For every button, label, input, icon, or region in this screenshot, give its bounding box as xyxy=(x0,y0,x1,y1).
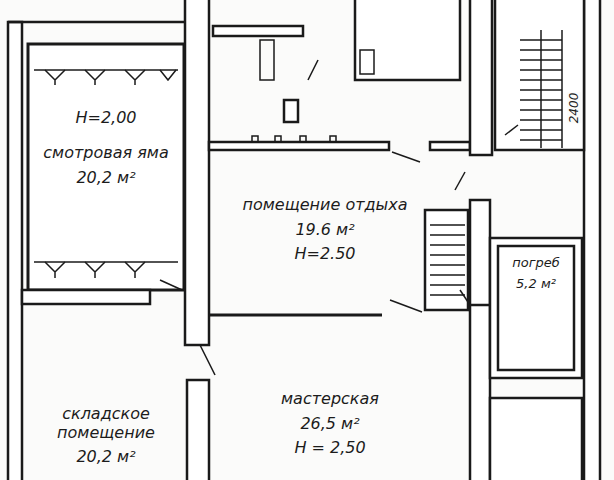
room-text: 20,2 м² xyxy=(76,169,135,187)
storage-room: складское помещение 20,2 м² xyxy=(28,400,184,472)
room-text: 19.6 м² xyxy=(295,221,354,239)
room-text: H = 2,50 xyxy=(294,439,365,457)
room-text: 5,2 м² xyxy=(516,277,556,292)
workshop-room: мастерская 26,5 м² H = 2,50 xyxy=(232,378,428,470)
room-text: 20,2 м² xyxy=(76,448,135,466)
room-text: помещение отдыха xyxy=(243,196,408,214)
rest-room: помещение отдыха 19.6 м² H=2.50 xyxy=(230,180,420,280)
room-text: H=2.50 xyxy=(294,245,355,263)
cellar-room: погреб 5,2 м² xyxy=(500,250,572,298)
pit-room: H=2,00 смотровая яма 20,2 м² xyxy=(36,88,176,208)
room-text: смотровая яма xyxy=(43,144,168,162)
room-text: H=2,00 xyxy=(75,109,136,127)
room-text: 26,5 м² xyxy=(300,415,359,433)
room-text: мастерская xyxy=(281,390,379,408)
room-text: погреб xyxy=(512,256,560,271)
room-text: складское помещение xyxy=(28,405,184,442)
dimension-label: 2400 xyxy=(567,93,581,124)
